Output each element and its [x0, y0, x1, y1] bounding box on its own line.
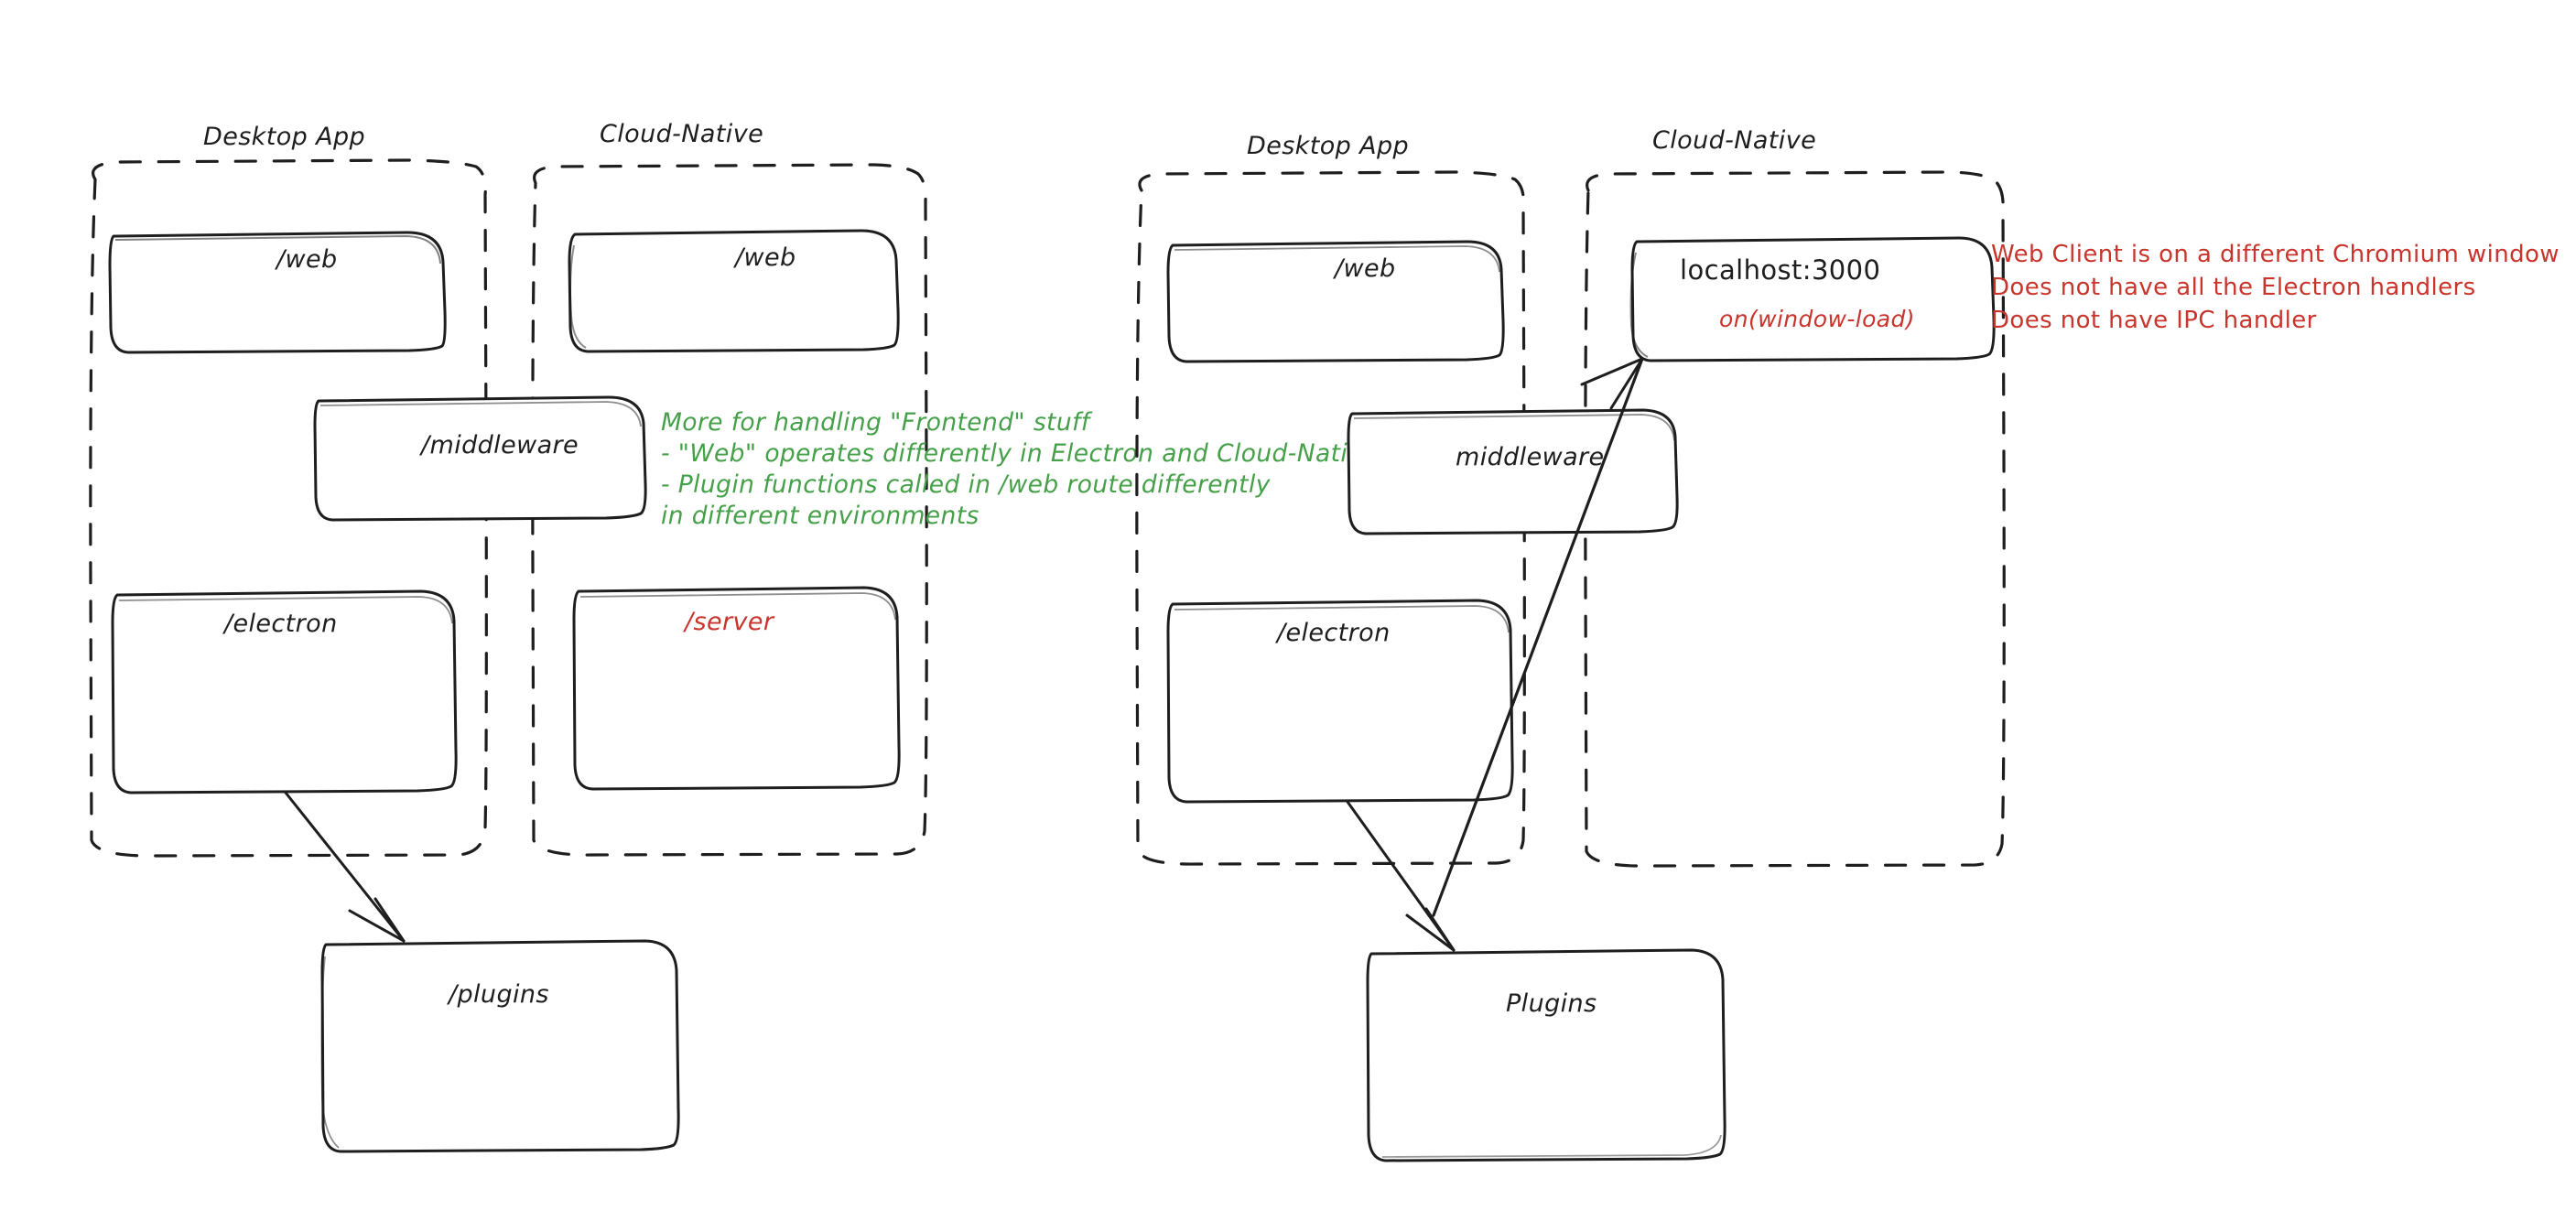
arrow-left-electron-to-plugins	[284, 791, 406, 943]
note-right-red-line-3: Does not have IPC handler	[1991, 307, 2317, 334]
node-right-plugins[interactable]: Plugins	[1366, 948, 1726, 1162]
node-left-cloud-web[interactable]: /web	[568, 229, 900, 353]
node-right-middleware-label: middleware	[1456, 443, 1605, 471]
node-left-desktop-web[interactable]: /web	[108, 231, 447, 354]
node-right-electron[interactable]: /electron	[1166, 599, 1514, 804]
container-right-desktop-app-label: Desktop App	[1247, 132, 1409, 160]
node-left-server[interactable]: /server	[572, 586, 901, 791]
container-right-cloud-native-label: Cloud-Native	[1652, 126, 1816, 155]
node-left-plugins[interactable]: /plugins	[320, 939, 680, 1153]
node-right-localhost-sublabel: on(window-load)	[1719, 306, 1915, 332]
container-left-desktop-app-label: Desktop App	[203, 123, 365, 151]
container-right-desktop-app: Desktop App	[1135, 132, 1526, 866]
note-left-green-line-2: - "Web" operates differently in Electron…	[661, 439, 1378, 468]
container-left-desktop-app: Desktop App	[89, 123, 488, 858]
node-right-localhost-label: localhost:3000	[1680, 254, 1880, 286]
node-left-cloud-web-label: /web	[733, 243, 796, 272]
node-left-electron-label: /electron	[222, 610, 338, 638]
container-left-cloud-native-label: Cloud-Native	[600, 120, 763, 148]
node-right-desktop-web-label: /web	[1333, 254, 1396, 283]
arrow-right-electron-to-plugins	[1346, 800, 1456, 952]
node-left-plugins-label: /plugins	[447, 980, 549, 1009]
node-left-electron[interactable]: /electron	[111, 589, 458, 794]
node-right-localhost[interactable]: localhost:3000 on(window-load)	[1629, 236, 1996, 362]
node-left-middleware-label: /middleware	[419, 431, 579, 459]
node-left-server-label: /server	[683, 608, 775, 636]
container-right-cloud-native: Cloud-Native	[1584, 126, 2006, 868]
note-left-green-line-4: in different environments	[661, 502, 980, 530]
node-left-middleware[interactable]: /middleware	[313, 395, 647, 522]
node-left-desktop-web-label: /web	[275, 245, 338, 274]
note-left-green-line-1: More for handling "Frontend" stuff	[661, 408, 1093, 437]
node-right-electron-label: /electron	[1275, 619, 1391, 647]
node-right-plugins-label: Plugins	[1506, 989, 1597, 1018]
note-left-green-line-3: - Plugin functions called in /web route …	[661, 470, 1271, 499]
arrow-right-electron-to-localhost	[1432, 357, 1644, 917]
note-right-red-line-1: Web Client is on a different Chromium wi…	[1991, 241, 2560, 268]
node-right-desktop-web[interactable]: /web	[1166, 240, 1505, 363]
node-right-middleware[interactable]: middleware	[1347, 408, 1679, 535]
note-right-red-line-2: Does not have all the Electron handlers	[1991, 274, 2476, 301]
note-left-green: More for handling "Frontend" stuff - "We…	[661, 408, 1378, 530]
note-right-red: Web Client is on a different Chromium wi…	[1991, 241, 2560, 334]
